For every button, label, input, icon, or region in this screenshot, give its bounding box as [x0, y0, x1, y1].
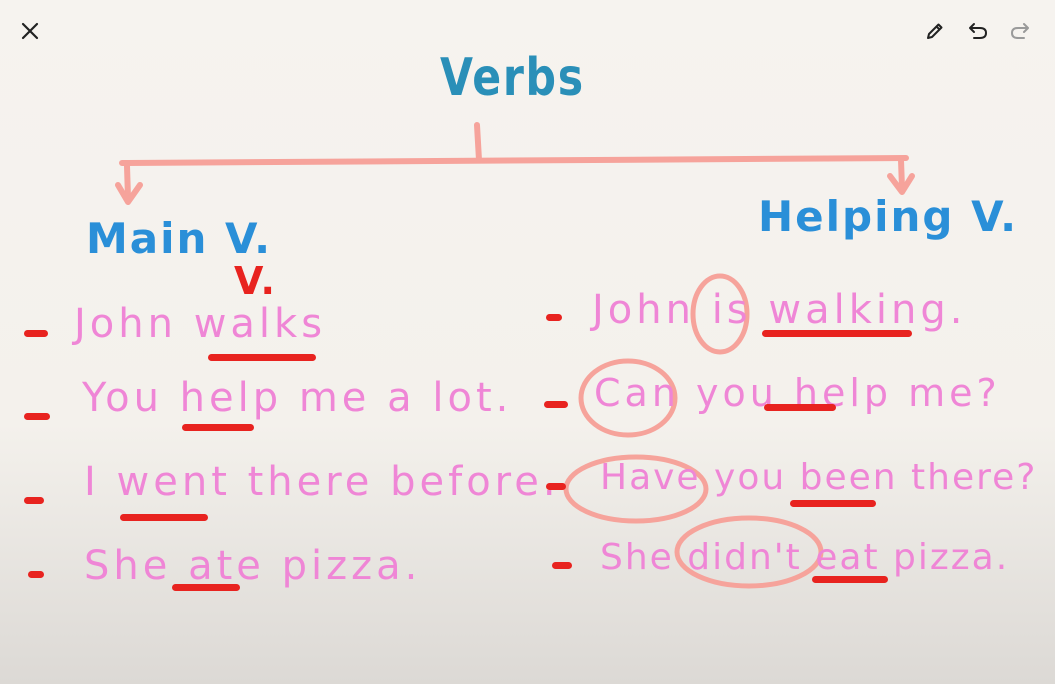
bullet-main-1	[24, 330, 48, 337]
pen-tool-button[interactable]	[919, 15, 951, 47]
bullet-main-4	[28, 571, 44, 578]
redo-button[interactable]	[1004, 15, 1036, 47]
v-annotation: V.	[234, 259, 277, 303]
left-drop-line	[124, 163, 131, 201]
helping-verb-heading: Helping V.	[758, 192, 1019, 241]
undo-icon	[969, 23, 987, 39]
right-arrow-head	[887, 173, 915, 195]
redo-icon	[1011, 23, 1029, 39]
undo-button[interactable]	[962, 15, 994, 47]
bullet-helping-1	[546, 314, 562, 321]
circle-can	[578, 358, 678, 438]
underline-help	[182, 424, 254, 431]
right-drop-line	[898, 157, 905, 191]
main-sentence-4: She ate pizza.	[84, 543, 422, 589]
underline-been	[790, 500, 876, 507]
underline-walking	[762, 330, 912, 337]
bullet-main-2	[24, 413, 50, 420]
bullet-helping-3	[546, 483, 566, 490]
circle-is	[690, 273, 750, 355]
underline-help-right	[764, 404, 836, 411]
underline-went	[120, 514, 208, 521]
bullet-helping-4	[552, 562, 572, 569]
board-title: Verbs	[440, 48, 585, 108]
underline-eat	[812, 576, 888, 583]
stem-line	[474, 122, 482, 163]
pencil-icon	[927, 23, 943, 39]
bullet-main-3	[24, 497, 44, 504]
left-arrow-head	[115, 182, 143, 205]
main-sentence-2: You help me a lot.	[82, 375, 513, 421]
circle-have	[563, 454, 709, 524]
bullet-helping-2	[544, 401, 568, 408]
main-sentence-3: I went there before.	[84, 459, 560, 505]
main-sentence-1: John walks	[74, 301, 327, 347]
close-icon	[21, 22, 39, 40]
underline-ate	[172, 584, 240, 591]
close-button[interactable]	[14, 15, 46, 47]
underline-walks	[208, 354, 316, 361]
main-verb-heading: Main V.	[86, 214, 273, 263]
circle-didnt	[674, 515, 824, 589]
helping-sentence-1: John is walking.	[592, 287, 967, 333]
helping-sentence-4: She didn't eat pizza.	[600, 537, 1010, 578]
branch-line	[119, 155, 909, 166]
helping-sentence-3: Have you been there?	[600, 457, 1038, 498]
